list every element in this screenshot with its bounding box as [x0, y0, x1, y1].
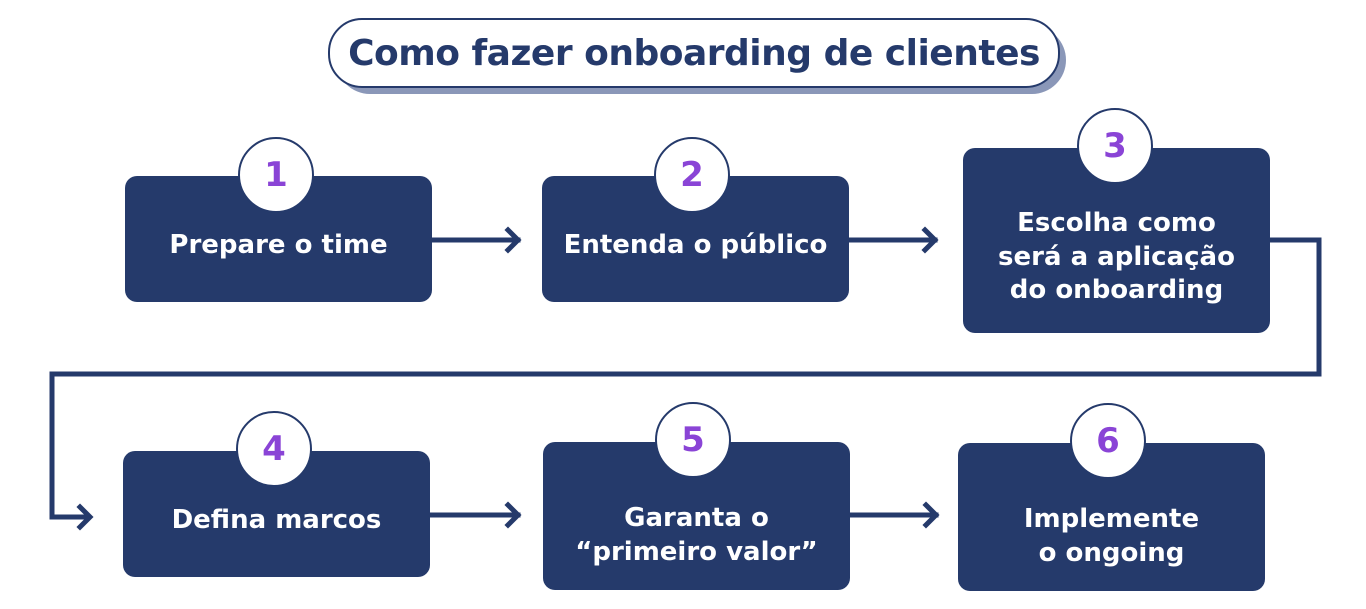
arrow-3-to-4 — [49, 237, 1322, 520]
arrowhead-5-to-6 — [922, 501, 940, 529]
step-1-label: Prepare o time — [169, 230, 388, 261]
step-5-number-badge: 5 — [655, 402, 731, 478]
arrowhead-3-to-4 — [76, 503, 94, 531]
step-2-number-badge: 2 — [654, 137, 730, 213]
title-banner: Como fazer onboarding de clientes — [328, 18, 1066, 94]
step-1-number-badge: 1 — [238, 137, 314, 213]
step-5-label: Garanta o “primeiro valor” — [575, 503, 818, 567]
step-4-number-badge: 4 — [236, 411, 312, 487]
step-6-number-badge: 6 — [1070, 403, 1146, 479]
arrowhead-2-to-3 — [921, 226, 939, 254]
arrowhead-1-to-2 — [504, 226, 522, 254]
step-2-label: Entenda o público — [563, 230, 828, 261]
step-3-number-badge: 3 — [1077, 108, 1153, 184]
step-4-label: Defina marcos — [171, 505, 382, 536]
step-3-label: Escolha como será a aplicação do onboard… — [998, 207, 1235, 306]
page-title: Como fazer onboarding de clientes — [328, 18, 1060, 88]
arrowhead-4-to-5 — [504, 501, 522, 529]
step-6-label: Implemente o ongoing — [1023, 504, 1200, 568]
